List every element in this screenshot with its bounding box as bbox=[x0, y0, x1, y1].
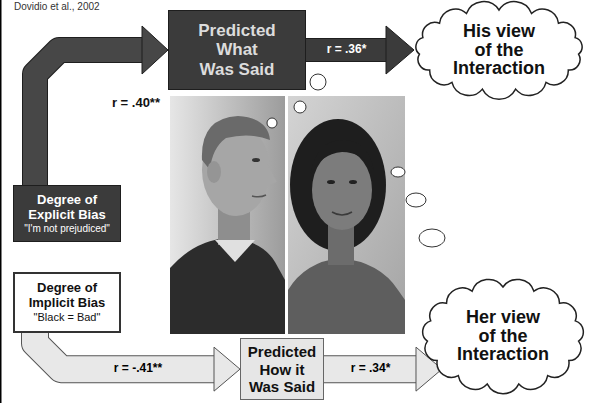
node-title: His view of the Interaction bbox=[453, 22, 546, 79]
node-quote: "I'm not prejudiced" bbox=[24, 223, 110, 235]
top bbox=[288, 258, 405, 334]
thought-bubble bbox=[310, 74, 326, 90]
arrow-head bbox=[214, 347, 240, 391]
thought-bubble bbox=[391, 167, 405, 177]
node-title: Predicted How it Was Said bbox=[246, 343, 318, 395]
predicted-how-box: Predicted How it Was Said bbox=[240, 338, 324, 400]
hair-fringe bbox=[310, 140, 374, 176]
predicted-what-box: Predicted What Was Said bbox=[168, 10, 306, 90]
node-quote: "Black = Bad" bbox=[34, 311, 101, 324]
implicit-bias-box: Degree of Implicit Bias"Black = Bad" bbox=[13, 272, 121, 333]
eye bbox=[252, 158, 260, 162]
node-title: Her view of the Interaction bbox=[457, 308, 550, 365]
arrow-shaft bbox=[35, 50, 143, 185]
thought-bubble bbox=[267, 118, 277, 128]
mouth bbox=[332, 212, 352, 215]
jacket bbox=[170, 238, 285, 334]
his-view-cloud: His view of the Interaction bbox=[410, 1, 588, 99]
face bbox=[312, 150, 372, 230]
nose bbox=[266, 162, 277, 187]
woman-photo bbox=[288, 96, 405, 334]
eye bbox=[327, 180, 335, 184]
arrow-shaft bbox=[306, 39, 387, 61]
page-border bbox=[0, 0, 2, 403]
arrow-outline bbox=[306, 38, 387, 62]
ear bbox=[207, 161, 221, 183]
arrow-shaft bbox=[324, 356, 417, 382]
arrow-head bbox=[142, 26, 168, 74]
correlation-label: r = .40** bbox=[110, 96, 162, 111]
cloud-shape bbox=[416, 2, 582, 100]
eye bbox=[349, 180, 357, 184]
block-arrow bbox=[35, 333, 240, 392]
arrow-outline bbox=[324, 355, 417, 383]
thought-bubble bbox=[419, 229, 445, 247]
node-title: Predicted What Was Said bbox=[197, 21, 277, 80]
block-arrow bbox=[35, 26, 168, 185]
thought-bubble bbox=[294, 101, 306, 113]
arrow-outline bbox=[35, 50, 143, 185]
correlation-label: r = -.41** bbox=[112, 362, 164, 376]
explicit-bias-box: Degree of Explicit Bias"I'm not prejudic… bbox=[13, 185, 121, 242]
correlation-label: r = .34* bbox=[349, 362, 393, 376]
node-title: Degree of Explicit Bias bbox=[18, 193, 116, 223]
thought-bubble bbox=[406, 193, 426, 207]
collar bbox=[215, 240, 255, 262]
block-arrow bbox=[324, 347, 442, 391]
thought-bubbles bbox=[267, 74, 445, 247]
arrow-head bbox=[386, 26, 414, 74]
block-arrow bbox=[306, 26, 414, 74]
citation: Dovidio et al., 2002 bbox=[14, 1, 100, 12]
photo-ground bbox=[170, 96, 285, 334]
cloud-shape bbox=[423, 279, 584, 393]
her-view-cloud: Her view of the Interaction bbox=[418, 278, 588, 394]
correlation-label: r = .36* bbox=[325, 43, 369, 57]
photo-ground bbox=[288, 96, 405, 334]
mouth bbox=[252, 195, 266, 197]
man-photo bbox=[170, 96, 285, 334]
node-title: Degree of Implicit Bias bbox=[19, 281, 115, 311]
